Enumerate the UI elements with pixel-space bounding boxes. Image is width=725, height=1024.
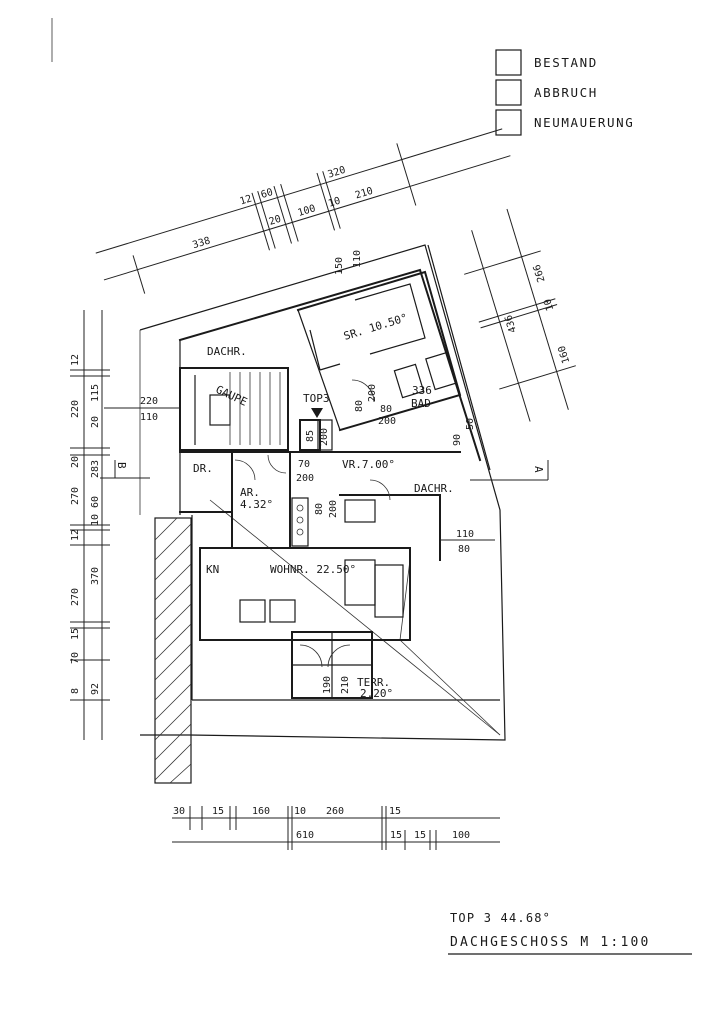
dim-bottom-15d: 15	[414, 830, 426, 841]
dim-bottom-160: 160	[252, 806, 270, 817]
dim-left-92: 92	[90, 683, 101, 695]
title-block: TOP 3 44.68° DACHGESCHOSS M 1:100	[448, 911, 692, 955]
room-terrasse-area: 2.20°	[360, 687, 393, 700]
section-marker-b: B	[100, 460, 150, 479]
dim-210: 210	[354, 186, 374, 202]
dim-10-right: 10	[542, 297, 556, 312]
hatched-wall	[154, 517, 192, 784]
entrance-marker-icon	[311, 408, 323, 418]
room-dachraum-right: DACHR.	[414, 482, 454, 495]
bottom-dimension-chain: 30 15 160 10 260 15 610 15 15 100	[172, 806, 500, 850]
room-bad-area: 336	[412, 384, 432, 397]
dim-left-115: 115	[90, 384, 101, 402]
building-outline	[139, 244, 506, 741]
dim-left-10: 10	[90, 514, 101, 526]
dim-200-bad1: 200	[367, 384, 378, 402]
interior-dimensions: 150 110 85 200 70 200 80 200 80 200 80 2…	[104, 250, 495, 694]
dim-left-270b: 270	[70, 588, 81, 606]
dim-50: 50	[465, 418, 476, 430]
legend-label-abbruch: ABBRUCH	[534, 85, 598, 100]
dim-bottom-15a: 15	[212, 806, 224, 817]
dim-left-8: 8	[70, 688, 81, 694]
dim-436: 436	[503, 313, 519, 333]
dim-bottom-10: 10	[294, 806, 306, 817]
dim-left-20b: 20	[90, 416, 101, 428]
title-top3-area: TOP 3 44.68°	[450, 911, 551, 925]
section-marker-a: A	[470, 460, 549, 481]
dim-10: 10	[327, 196, 342, 210]
room-dachraum-top: DACHR.	[207, 345, 247, 358]
dim-left-12b: 12	[70, 529, 81, 541]
dim-bottom-15c: 15	[390, 830, 402, 841]
dim-bottom-15b: 15	[389, 806, 401, 817]
section-b-label: B	[115, 462, 128, 469]
dim-150: 150	[334, 257, 345, 275]
room-bad: BAD	[411, 397, 431, 410]
room-kueche: KN	[206, 563, 219, 576]
dim-110-stair: 110	[140, 412, 158, 423]
dim-12: 12	[239, 193, 254, 207]
dim-190: 190	[322, 676, 333, 694]
dim-20: 20	[268, 214, 283, 228]
dim-266: 266	[532, 263, 548, 283]
dim-left-370: 370	[90, 567, 101, 585]
dim-110: 110	[352, 250, 363, 268]
dim-60: 60	[260, 187, 275, 201]
dim-80-bad1: 80	[354, 400, 365, 412]
dim-160: 160	[557, 344, 573, 364]
legend-swatch-bestand	[495, 49, 522, 76]
legend: BESTAND ABBRUCH NEUMAUERUNG	[495, 49, 634, 136]
legend-label-bestand: BESTAND	[534, 55, 598, 70]
dim-200-k: 200	[328, 500, 339, 518]
legend-label-neumauerung: NEUMAUERUNG	[534, 115, 634, 130]
left-dimension-chain: 12 220 20 270 12 270 15 70 8 115 20 283 …	[70, 310, 110, 740]
dim-200-bad2: 200	[378, 416, 396, 427]
room-vorraum: VR.7.00°	[342, 458, 395, 471]
room-top3: TOP3	[303, 392, 330, 405]
dim-left-70: 70	[70, 652, 81, 664]
room-abstellraum: AR.	[240, 486, 260, 499]
dim-bottom-260: 260	[326, 806, 344, 817]
dim-85: 85	[305, 430, 316, 442]
room-terrasse: TERR.	[357, 676, 390, 689]
dim-338: 338	[191, 235, 211, 251]
dim-left-12a: 12	[70, 354, 81, 366]
interior-walls	[179, 270, 462, 699]
room-abstellraum-area: 4.32°	[240, 498, 273, 511]
dim-left-15: 15	[70, 628, 81, 640]
dim-left-270a: 270	[70, 487, 81, 505]
room-dachraum-small: DR.	[193, 462, 213, 475]
room-gaupe: GAUPE	[214, 383, 250, 409]
top-dimension-chain: 338 12 60 20 100 10 210 320	[95, 128, 511, 294]
room-schlafraum: SR. 10.50°	[342, 311, 409, 343]
room-wohnraum: WOHNR. 22.50°	[270, 563, 356, 576]
dim-80-bad2: 80	[380, 404, 392, 415]
title-dachgeschoss: DACHGESCHOSS M 1:100	[450, 935, 651, 950]
legend-swatch-abbruch	[495, 79, 522, 106]
dim-210-terr: 210	[340, 676, 351, 694]
dim-80-w: 80	[458, 544, 470, 555]
dim-200-vr: 200	[296, 473, 314, 484]
dim-90: 90	[452, 434, 463, 446]
section-a-label: A	[532, 466, 545, 473]
dim-320: 320	[327, 165, 347, 181]
dim-left-20: 20	[70, 456, 81, 468]
dim-bottom-100: 100	[452, 830, 470, 841]
dim-80-k: 80	[314, 503, 325, 515]
dim-bottom-610: 610	[296, 830, 314, 841]
right-dimension-chain: 266 10 436 160	[464, 208, 576, 422]
dim-left-220: 220	[70, 400, 81, 418]
dim-200-wc: 200	[319, 428, 330, 446]
legend-swatch-neumauerung	[495, 109, 522, 136]
dim-100: 100	[296, 203, 316, 219]
dim-left-283: 283	[90, 460, 101, 478]
dim-left-60: 60	[90, 496, 101, 508]
dim-220-stair: 220	[140, 396, 158, 407]
dim-70: 70	[298, 459, 310, 470]
dim-bottom-30: 30	[173, 806, 185, 817]
dim-110-w: 110	[456, 529, 474, 540]
